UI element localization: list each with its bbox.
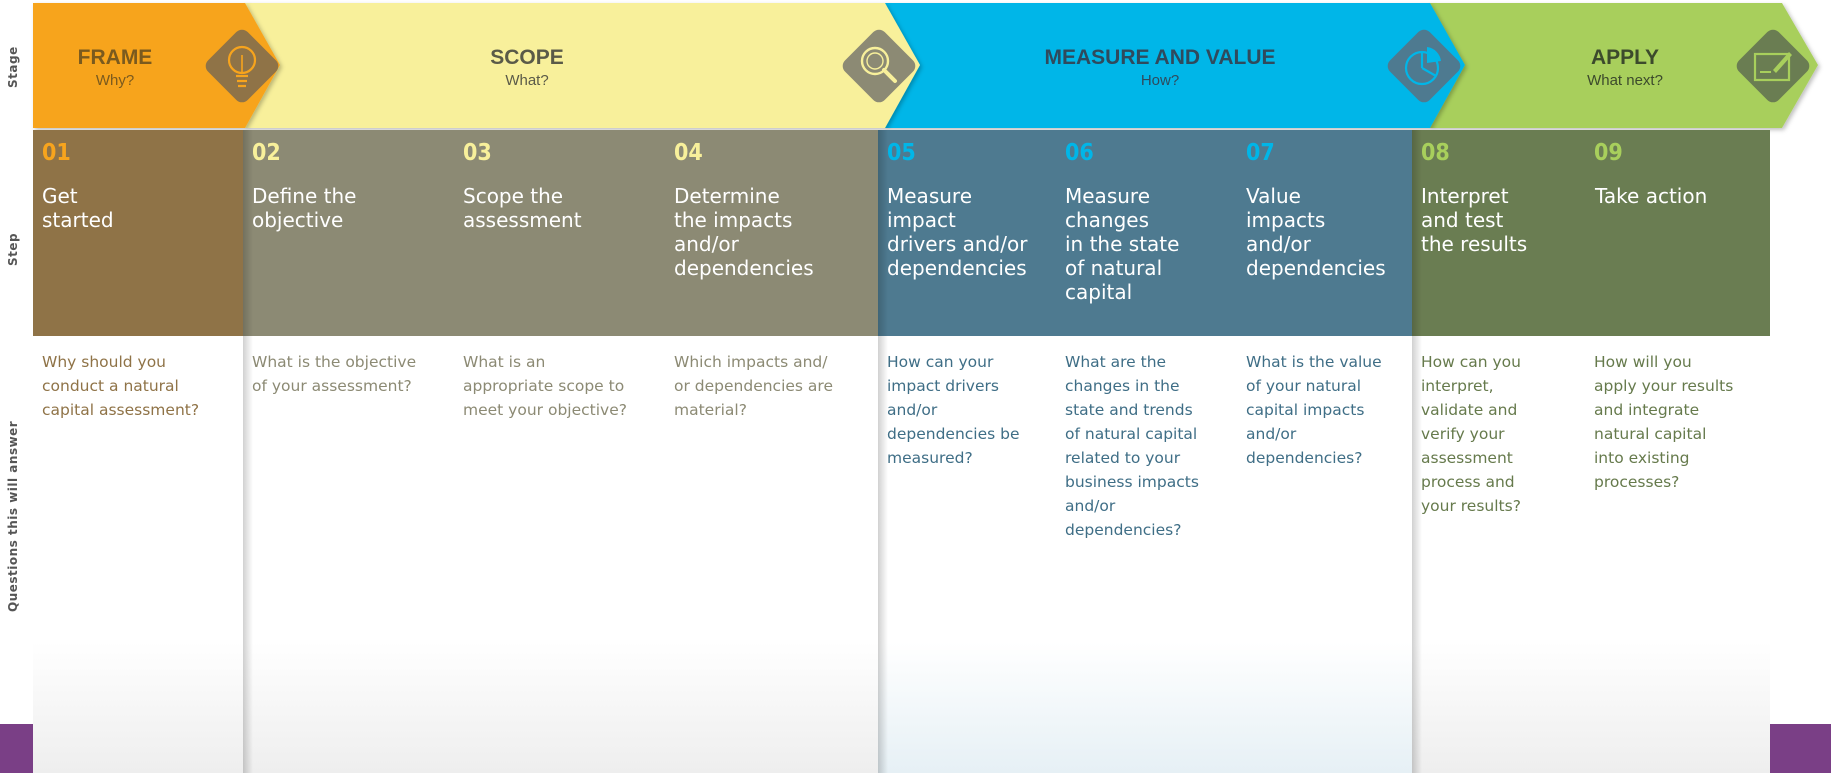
- stage-subtitle-apply: What next?: [1587, 72, 1663, 89]
- step-number: 08: [1421, 140, 1450, 166]
- stage-subtitle-scope: What?: [505, 72, 549, 89]
- stage-subtitle-frame: Why?: [95, 72, 135, 89]
- pie-chart-icon: [1387, 29, 1461, 103]
- stage-title-frame: FRAME: [77, 46, 153, 69]
- step-question-cell: How can you interpret, validate and veri…: [1412, 336, 1585, 773]
- step-question: How will you apply your results and inte…: [1594, 353, 1734, 491]
- step-question: What is the value of your natural capita…: [1246, 353, 1382, 467]
- step-title: Determine the impacts and/or dependencie…: [674, 184, 814, 280]
- step-title: Interpret and test the results: [1421, 184, 1528, 256]
- step-title: Scope the assessment: [463, 184, 582, 232]
- stage-title-scope: SCOPE: [490, 46, 564, 69]
- step-question: What is the objective of your assessment…: [252, 353, 417, 395]
- step-question: What are the changes in the state and tr…: [1065, 353, 1199, 539]
- step-question: How can you interpret, validate and veri…: [1421, 353, 1521, 515]
- step-number: 03: [463, 140, 492, 166]
- step-question: How can your impact drivers and/or depen…: [887, 353, 1020, 467]
- document-pen-icon: [1736, 29, 1810, 103]
- step-number: 09: [1594, 140, 1623, 166]
- step-title: Measure impact drivers and/or dependenci…: [887, 184, 1028, 280]
- stage-shape-frame: [33, 3, 280, 128]
- step-number: 06: [1065, 140, 1094, 166]
- stage-title-measure-and-value: MEASURE AND VALUE: [1044, 46, 1276, 69]
- step-question-cell: Why should you conduct a natural capital…: [33, 336, 243, 773]
- step-number: 01: [42, 140, 71, 166]
- step-title: Get started: [42, 184, 114, 232]
- step-question: Which impacts and/ or dependencies are m…: [674, 353, 833, 419]
- step-title: Value impacts and/or dependencies: [1246, 184, 1386, 280]
- step-number: 02: [252, 140, 281, 166]
- axis-label-step: Step: [6, 232, 20, 266]
- step-question: What is an appropriate scope to meet you…: [463, 353, 627, 419]
- step-title: Define the objective: [252, 184, 357, 232]
- stage-shape-apply: [1430, 3, 1818, 128]
- stage-subtitle-measure-and-value: How?: [1140, 72, 1180, 89]
- stage-divider-shadow: [878, 130, 888, 773]
- step-title: Take action: [1595, 184, 1708, 208]
- lightbulb-icon: [205, 29, 279, 103]
- step-question-cell: What is an appropriate scope to meet you…: [454, 336, 665, 773]
- magnifier-icon: [842, 29, 916, 103]
- step-question-cell: Which impacts and/ or dependencies are m…: [665, 336, 878, 773]
- stage-title-apply: APPLY: [1590, 46, 1660, 69]
- step-question-cell: How can your impact drivers and/or depen…: [878, 336, 1056, 773]
- step-title: Measure changes in the state of natural …: [1065, 184, 1180, 304]
- stage-banner: [33, 3, 1818, 128]
- purple-edge-bar-left: [0, 724, 33, 773]
- step-question: Why should you conduct a natural capital…: [42, 353, 200, 419]
- stage-divider-shadow: [1412, 130, 1422, 773]
- step-number: 07: [1246, 140, 1275, 166]
- purple-edge-bar-right: [1770, 724, 1831, 773]
- step-question-cell: How will you apply your results and inte…: [1585, 336, 1770, 773]
- step-number: 05: [887, 140, 916, 166]
- step-question-cell: What is the objective of your assessment…: [243, 336, 454, 773]
- stage-shape-measure: [885, 3, 1465, 128]
- axis-label-questions: Questions this will answer: [6, 420, 20, 612]
- step-number: 04: [674, 140, 703, 166]
- step-question-cell: What is the value of your natural capita…: [1237, 336, 1412, 773]
- step-question-cell: What are the changes in the state and tr…: [1056, 336, 1237, 773]
- stage-divider-shadow: [243, 130, 253, 773]
- stage-shape-scope: [245, 3, 920, 128]
